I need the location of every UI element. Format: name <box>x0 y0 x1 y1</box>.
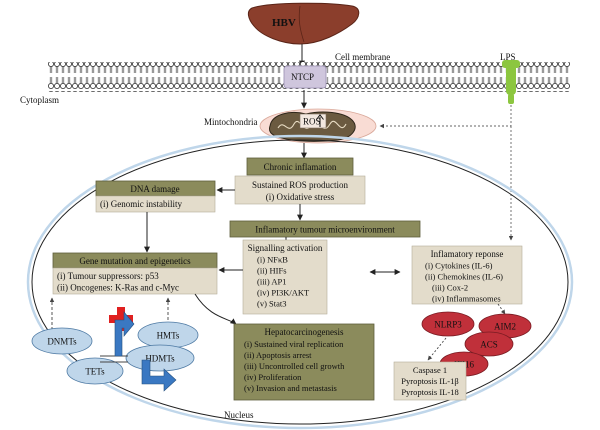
aim2-label: AIM2 <box>494 322 516 332</box>
dna-damage-item: (i) Genomic instability <box>100 199 182 209</box>
dna-damage-title: DNA damage <box>130 184 179 194</box>
chronic-inflammation-label: Chronic inflamation <box>264 162 337 172</box>
inflammatory-item-2: (ii) Chemokines (IL-6) <box>425 272 503 282</box>
gene-mutation-item-1: (i) Tumour suppressors: p53 <box>57 271 159 281</box>
hepatocarcinogenesis-item-2: (ii) Apoptosis arrest <box>244 350 312 360</box>
tets-ellipse <box>66 357 124 385</box>
signalling-item-5: (v) Stat3 <box>257 299 287 309</box>
nucleus-envelope <box>31 139 569 425</box>
tumour-microenvironment-box <box>229 220 421 238</box>
hdmts-label: HDMTs <box>145 354 175 364</box>
mitochondria-label: Mintochondria <box>204 117 258 127</box>
arrow-gene-mutation-to-hepatocarcinogenesis <box>194 293 237 325</box>
inflammatory-item-4: (iv) Inflammasomes <box>432 294 501 304</box>
caspase-box <box>393 361 467 401</box>
nucleus-label: Nucleus <box>224 410 254 420</box>
gene-mutation-title: Gene mutation and epigenetics <box>79 256 191 266</box>
inflammatory-item-3: (iii) Cox-2 <box>432 283 468 293</box>
lps-label: LPS <box>500 52 516 62</box>
blue-down-right-arrow-icon <box>141 359 177 392</box>
hepatocarcinogenesis-item-4: (iv) Proliferation <box>244 372 302 382</box>
acs-label: ACS <box>480 340 498 350</box>
signalling-item-3: (iii) AP1 <box>257 277 287 287</box>
acs-ellipse <box>464 331 514 357</box>
hepatocarcinogenesis-item-5: (v) Invasion and metastasis <box>244 383 337 393</box>
inflammatory-response-title: Inflamatory reponse <box>431 249 504 259</box>
blue-up-arrow-icon <box>114 311 135 357</box>
nlrp3-label: NLRP3 <box>434 320 462 330</box>
cytoplasm-label: Cytoplasm <box>20 95 59 105</box>
inflammasome-to-caspase-dotted-arrow <box>427 337 447 361</box>
inflammatory-to-inflammasome-dotted-arrow <box>497 303 506 315</box>
liver-icon <box>247 2 360 45</box>
gene-mutation-items-box <box>52 267 218 295</box>
dna-damage-item-box <box>95 195 216 213</box>
inflammatory-response-box <box>411 245 523 305</box>
gene-mutation-item-2: (ii) Oncogenes: K-Ras and c-Myc <box>57 283 179 293</box>
lps-receptor-icon <box>502 60 520 104</box>
hbv-label: HBV <box>272 17 296 29</box>
caspase-item-2: Pyroptosis IL-1β <box>401 376 458 386</box>
signalling-box <box>242 239 328 315</box>
arrow-up-icon <box>316 114 324 127</box>
nlrp3-ellipse <box>421 311 475 337</box>
lps-to-mitochondria-dotted-arrow <box>379 105 512 129</box>
signalling-item-2: (ii) HIFs <box>257 266 287 276</box>
tumour-microenvironment-label: Inflamatory tumour microenvironment <box>255 225 395 235</box>
signalling-item-4: (iv) PI3K/AKT <box>257 288 310 298</box>
hepatocarcinogenesis-item-3: (iii) Uncontrolled cell growth <box>244 361 345 371</box>
red-cross-icon <box>109 307 133 331</box>
nucleus-outer-ring <box>26 134 574 430</box>
caspase-item-1: Caspase 1 <box>413 365 447 375</box>
cell-membrane-label: Cell membrane <box>335 52 390 62</box>
caspase-item-3: Pyroptosis IL-18 <box>401 387 458 397</box>
signalling-title: Signalling activation <box>248 243 323 253</box>
sustained-ros-item: (i) Oxidative stress <box>266 192 335 202</box>
hepatocarcinogenesis-item-1: (i) Sustained viral replication <box>244 339 344 349</box>
hepatocarcinogenesis-box <box>233 323 375 401</box>
chronic-inflammation-box <box>246 157 354 176</box>
ros-label: ROS <box>303 117 321 127</box>
inflammatory-item-1: (i) Cytokines (IL-6) <box>425 261 493 271</box>
dnmts-label: DNMTs <box>47 337 77 347</box>
ntcp-label: NTCP <box>291 72 314 82</box>
sustained-ros-title: Sustained ROS production <box>252 180 348 190</box>
hepatocarcinogenesis-title: Hepatocarcinogenesis <box>265 327 344 337</box>
dnmts-ellipse <box>31 327 93 355</box>
hmts-label: HMTs <box>157 331 180 341</box>
tets-label: TETs <box>85 367 105 377</box>
signalling-item-1: (i) NFκB <box>257 255 288 265</box>
ntcp-box <box>283 65 327 89</box>
